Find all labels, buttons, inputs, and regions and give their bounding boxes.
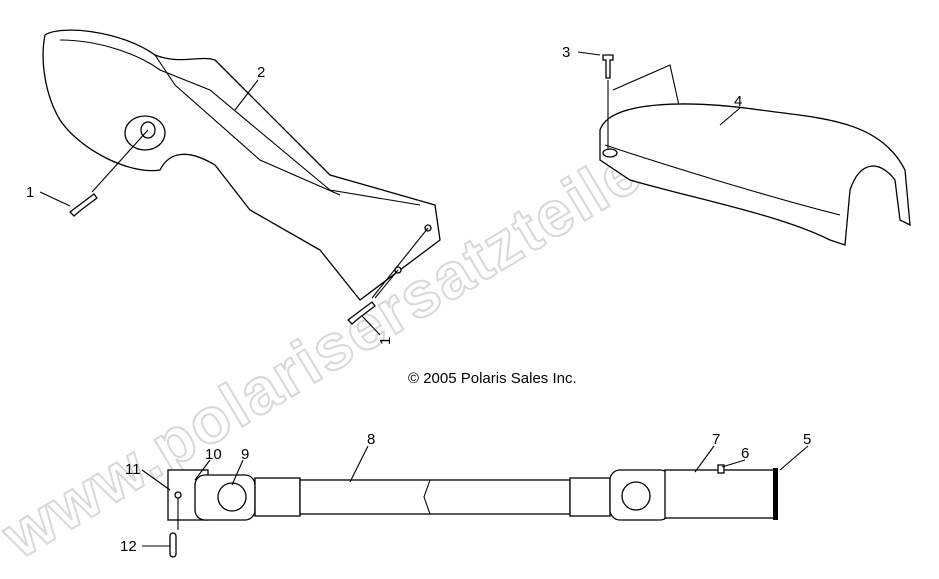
callout-8: 8 [367,431,375,448]
copyright-text: © 2005 Polaris Sales Inc. [408,370,577,387]
part-4-shield [599,64,911,246]
callout-9: 9 [241,446,249,463]
leader-lines [39,51,809,547]
callout-10: 10 [205,446,222,463]
driveshaft-assembly [167,464,778,558]
callout-6: 6 [741,445,749,462]
callout-2: 2 [257,64,265,81]
callout-1: 1 [26,184,34,201]
part-2-shield [42,29,441,301]
callout-3: 3 [562,44,570,61]
callout-11: 11 [125,461,141,478]
callout-12: 12 [120,538,137,555]
callout-7: 7 [712,431,720,448]
callout-4: 4 [734,93,742,110]
callout-5: 5 [803,431,811,448]
bolts [69,54,614,325]
callout-1b: 1 [377,337,394,345]
